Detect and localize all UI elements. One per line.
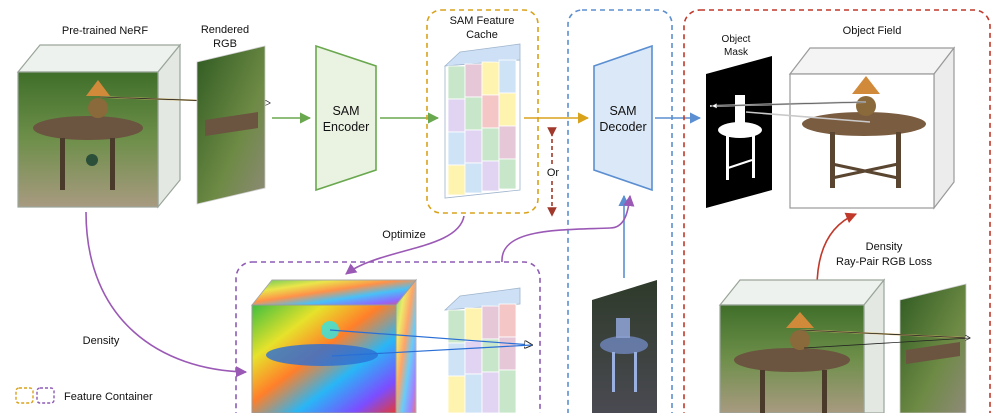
feature-field-cube [250, 278, 418, 413]
rendered-rgb-image-bottom [899, 283, 967, 413]
object-mask-image [706, 56, 772, 208]
pretrained-nerf-cube-bottom [718, 278, 886, 413]
legend-feature-container-icon [15, 387, 34, 404]
density-left-label: Density [83, 335, 120, 347]
or-label: Or [547, 167, 560, 179]
legend-feature-container-label: Feature Container [64, 391, 153, 403]
sam-encoder-block [315, 44, 377, 192]
arrow-optimize [345, 215, 465, 275]
density-right-label: Density [866, 241, 903, 253]
rendered-rgb-label-1: Rendered [201, 24, 249, 36]
object-mask-label-2: Mask [724, 47, 749, 58]
object-field-rays [709, 101, 871, 123]
feature-grid-bottom [443, 287, 521, 413]
feature-rays-bottom [329, 329, 532, 357]
object-mask-label-1: Object [722, 34, 751, 45]
camera-rays-bottom-right [799, 329, 970, 349]
arrow-density-to-object-field [816, 212, 858, 289]
sam-decoder-label-1: SAM [609, 104, 636, 118]
pretrained-nerf-cube [16, 43, 182, 209]
feature-container-bottom [235, 261, 541, 413]
sam-encoder-label-1: SAM [332, 104, 359, 118]
rendered-rgb-label-2: RGB [213, 38, 237, 50]
object-field-container [683, 9, 991, 413]
legend-feature-container-icon-2 [36, 387, 55, 404]
rendered-rgb-image [196, 45, 266, 205]
sam-decoder-label-2: Decoder [599, 120, 646, 134]
sam-decoder-block [593, 44, 653, 192]
decoder-container [567, 9, 673, 413]
arrow-features-to-decoder [501, 194, 635, 263]
object-field-label: Object Field [843, 25, 902, 37]
optimize-label: Optimize [382, 229, 425, 241]
feature-cache-container [426, 9, 539, 214]
arrow-density-left [85, 211, 248, 378]
ray-pair-loss-label: Ray-Pair RGB Loss [836, 256, 932, 268]
feature-cache-label-1: SAM Feature [450, 15, 515, 27]
sam-encoder-label-2: Encoder [323, 120, 370, 134]
feature-cache-label-2: Cache [466, 29, 498, 41]
feature-cache-grid [443, 43, 521, 199]
pretrained-nerf-label: Pre-trained NeRF [62, 25, 148, 37]
object-field-cube [788, 46, 956, 210]
prompt-image [592, 280, 657, 413]
